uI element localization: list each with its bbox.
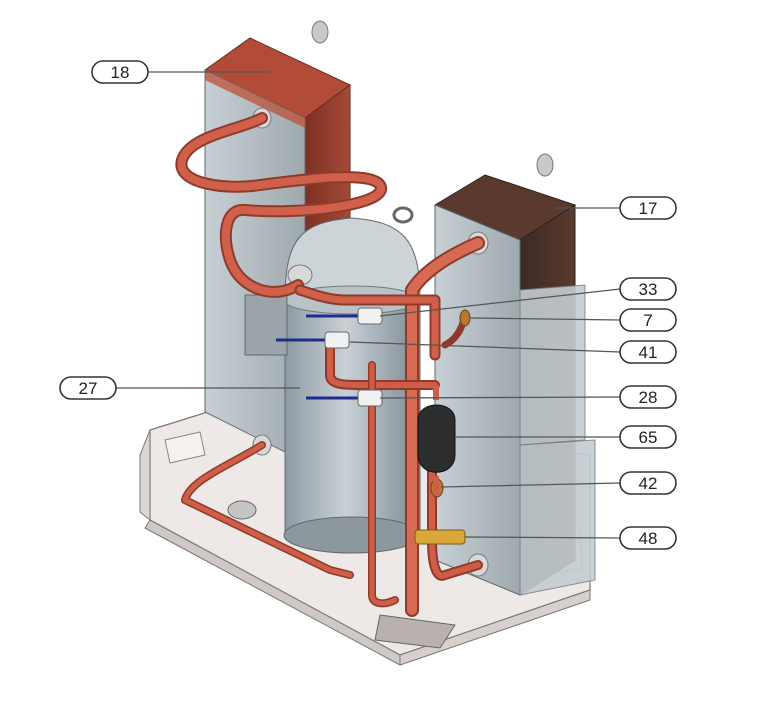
callout-pill: [619, 277, 677, 301]
callout-leader-line: [349, 341, 621, 353]
front-plate-heat-exchanger: [433, 153, 596, 596]
callout-pill: [619, 308, 677, 332]
callout-number: 27: [79, 379, 98, 398]
callout-17: 17: [555, 196, 677, 220]
callout-number: 65: [639, 428, 658, 447]
callout-labels: 18 17 33 7 41 27 28 65 42 48: [59, 60, 677, 550]
callout-pill: [619, 340, 677, 364]
callout-leader-line: [379, 396, 621, 399]
callout-7: 7: [469, 308, 677, 332]
callout-leader-line: [440, 482, 621, 488]
callout-leader-line: [464, 536, 621, 539]
callout-pill: [59, 376, 117, 400]
callout-number: 28: [639, 388, 658, 407]
callout-number: 41: [639, 343, 658, 362]
callout-pill: [619, 526, 677, 550]
callout-pill: [91, 60, 149, 84]
callout-number: 17: [639, 199, 658, 218]
callout-number: 7: [643, 311, 652, 330]
copper-piping: [175, 112, 485, 617]
callout-pill: [619, 471, 677, 495]
callout-27: 27: [59, 376, 300, 400]
callout-number: 33: [639, 280, 658, 299]
callout-number: 42: [639, 474, 658, 493]
callout-number: 18: [111, 63, 130, 82]
callout-leader-line: [379, 288, 621, 317]
callout-28: 28: [379, 385, 677, 409]
callout-42: 42: [440, 471, 677, 495]
callout-pill: [619, 385, 677, 409]
callout-65: 65: [455, 425, 677, 449]
callout-pill: [619, 425, 677, 449]
callout-33: 33: [379, 277, 677, 317]
receiver-drier: [417, 385, 456, 495]
callout-48: 48: [464, 526, 677, 550]
callout-number: 48: [639, 529, 658, 548]
callout-leader-line: [469, 317, 621, 321]
callout-41: 41: [349, 340, 677, 364]
callout-18: 18: [91, 60, 270, 84]
callout-pill: [619, 196, 677, 220]
